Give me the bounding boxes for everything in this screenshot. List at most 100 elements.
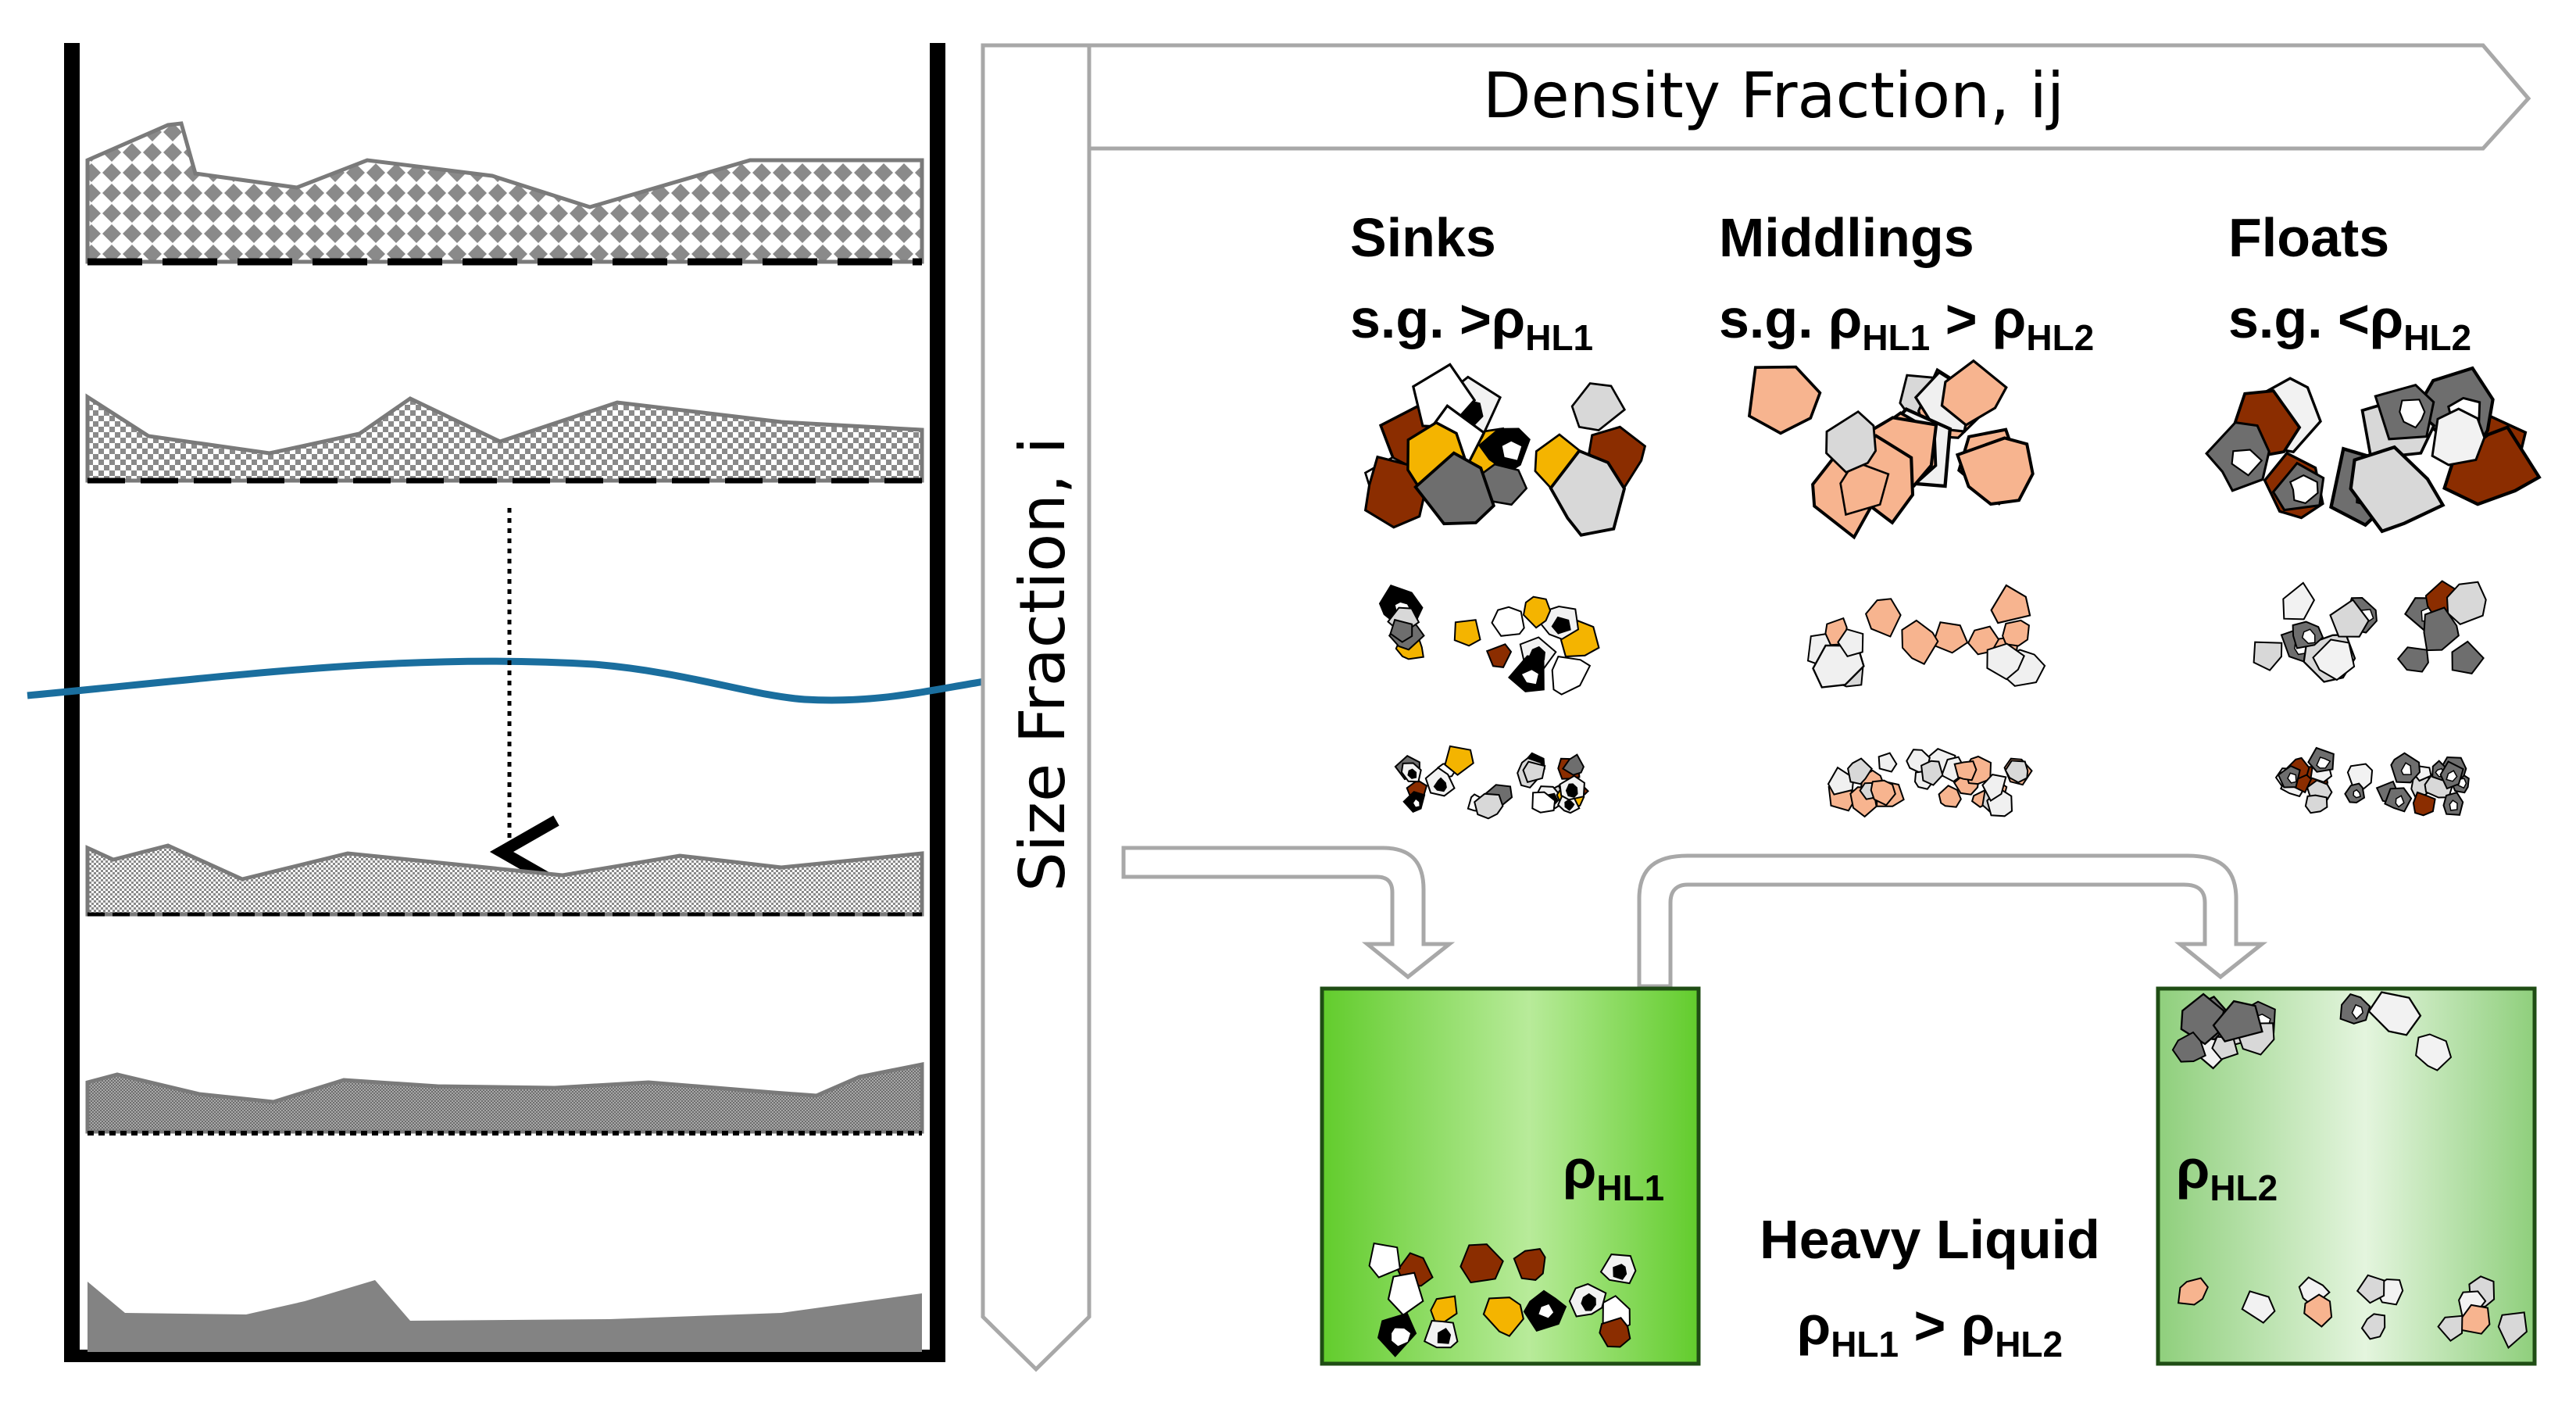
particle — [2282, 581, 2316, 621]
particle-inclusion — [1565, 783, 1578, 799]
particle — [2298, 1276, 2331, 1308]
particle — [1482, 1296, 1524, 1337]
particle — [2349, 445, 2446, 534]
particle — [2312, 638, 2356, 681]
particle — [1561, 753, 1585, 776]
particle — [1825, 410, 1878, 474]
particle — [2177, 1277, 2209, 1306]
particle — [2415, 1033, 2453, 1071]
particle — [2304, 794, 2328, 814]
particle-inclusion — [2446, 770, 2458, 782]
particle-inclusion — [2399, 399, 2426, 429]
particle — [1878, 752, 1898, 773]
particle — [2431, 407, 2486, 467]
particle-inclusion — [1412, 797, 1421, 809]
particle-inclusion — [2316, 756, 2331, 769]
particle — [2356, 1274, 2385, 1304]
particle — [2437, 1314, 2463, 1343]
particle-inclusion — [2353, 789, 2361, 799]
particle — [2497, 1311, 2528, 1350]
particle-inclusion — [1564, 799, 1575, 811]
particle — [2451, 640, 2485, 674]
particle — [1522, 595, 1552, 629]
particle — [2004, 760, 2029, 784]
floats-title: Floats — [2228, 207, 2389, 268]
particle — [2211, 1035, 2239, 1060]
particle — [1444, 745, 1474, 776]
sinks-sg: s.g. >ρHL1 — [1350, 288, 1593, 358]
particle — [1453, 619, 1481, 647]
particle-inclusion — [1407, 768, 1417, 779]
particle-inclusion — [1551, 616, 1571, 635]
particle — [1864, 598, 1902, 638]
particle-inclusion — [1500, 439, 1524, 462]
particle — [2002, 619, 2030, 647]
particle-inclusion — [2288, 474, 2319, 505]
particle-inclusion — [2449, 799, 2458, 811]
particle-inclusion — [1537, 1303, 1555, 1320]
particle — [1953, 760, 1978, 781]
particle-inclusion — [1390, 1326, 1412, 1348]
particle — [1837, 628, 1864, 657]
heavy-liquid-title: Heavy Liquid — [1760, 1209, 2100, 1270]
particle — [1513, 1248, 1546, 1281]
flow-arrow-to-tank2 — [1637, 853, 2268, 989]
density-fraction-arrow — [1087, 43, 2531, 151]
particle — [1549, 449, 1627, 537]
particle — [2303, 1293, 2333, 1328]
particle — [2253, 641, 2283, 671]
particle-inclusion — [1581, 1293, 1596, 1311]
particle-inclusion — [1433, 777, 1447, 792]
particle — [1522, 760, 1546, 784]
particle — [1839, 460, 1890, 517]
middlings-sg: s.g. ρHL1 > ρHL2 — [1719, 288, 2094, 358]
particle — [1491, 606, 1525, 637]
particle — [1901, 619, 1939, 665]
particle — [1474, 792, 1504, 820]
particle — [1430, 1295, 1458, 1329]
particle — [1847, 757, 1873, 785]
screen-stack — [27, 43, 985, 1362]
particle — [1459, 1243, 1504, 1284]
sediment-pan — [88, 1280, 922, 1352]
particle-inclusion — [2231, 449, 2263, 477]
particle-inclusion — [1613, 1264, 1627, 1280]
tank2-density-label: ρHL2 — [2176, 1139, 2278, 1208]
particle — [2412, 791, 2436, 817]
particle — [2396, 646, 2429, 673]
particle — [1747, 365, 1822, 435]
particle-clusters — [1363, 359, 2542, 820]
particle — [1920, 760, 1944, 786]
particle-inclusion — [1437, 1328, 1452, 1344]
density-axis-label: Density Fraction, ij — [1483, 59, 2064, 132]
particle — [1599, 1317, 1631, 1348]
sediment-layer-1 — [85, 121, 924, 264]
particle — [1387, 1271, 1424, 1317]
particle — [1940, 359, 2008, 427]
sediment-layer-2 — [85, 393, 924, 483]
particle — [1413, 451, 1496, 526]
particle — [1570, 382, 1627, 432]
particle — [1990, 584, 2031, 624]
sediment-layer-4 — [85, 1061, 924, 1134]
size-axis-label: Size Fraction, i — [1006, 437, 1079, 892]
particle-inclusion — [2287, 772, 2297, 784]
middlings-title: Middlings — [1719, 207, 1974, 268]
particle-inclusion — [2301, 628, 2316, 644]
sediment-layer-3 — [85, 843, 924, 917]
particle — [1827, 766, 1855, 796]
particle — [2423, 606, 2460, 652]
particle-inclusion — [2400, 762, 2412, 775]
particle-inclusion — [2351, 1003, 2364, 1020]
flow-arrow-to-tank1 — [1121, 846, 1456, 980]
particle — [1955, 436, 2035, 506]
size-fraction-arrow — [981, 43, 1091, 1372]
tank1-density-label: ρHL1 — [1563, 1139, 1664, 1208]
particle — [1485, 643, 1513, 668]
particle — [1981, 774, 2007, 803]
particle — [1389, 618, 1413, 643]
particle — [1368, 1242, 1401, 1279]
particle — [2360, 1313, 2386, 1340]
water-level-line — [27, 657, 985, 704]
